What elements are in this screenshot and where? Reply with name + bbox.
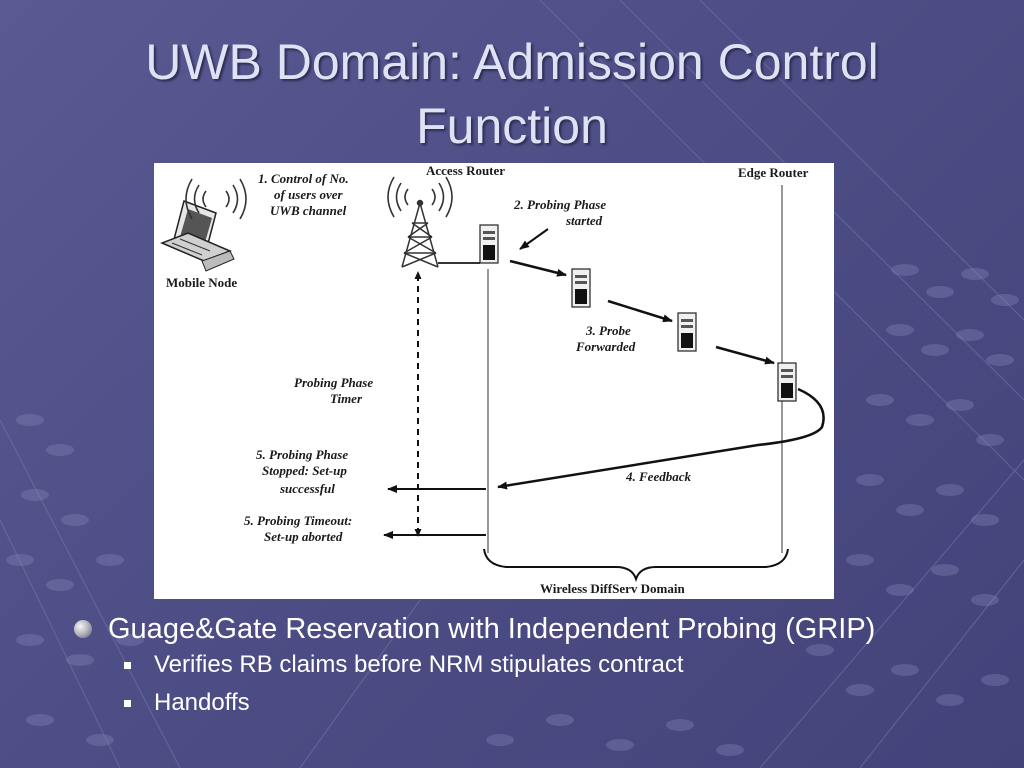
slide-title-line2: Function [416,98,608,154]
svg-text:Stopped: Set-up: Stopped: Set-up [262,463,347,478]
tower-signal-waves-icon [387,176,453,218]
svg-text:5. Probing Phase: 5. Probing Phase [256,447,348,462]
sub-bullet-1: Verifies RB claims before NRM stipulates… [74,646,974,684]
sub-bullet-1-text: Verifies RB claims before NRM stipulates… [154,651,684,678]
wireless-domain-label: Wireless DiffServ Domain [540,581,685,596]
svg-text:3. Probe: 3. Probe [585,323,631,338]
svg-text:started: started [565,213,603,228]
svg-text:Forwarded: Forwarded [575,339,636,354]
probe-arrow-2 [607,299,673,323]
bullet-main-text: Guage&Gate Reservation with Independent … [108,613,876,645]
slide-title: UWB Domain: Admission Control Function [0,30,1024,158]
probing-stopped-label: 5. Probing Phase Stopped: Set-up success… [256,447,348,496]
probing-started-label: 2. Probing Phase started [513,197,606,228]
svg-text:Set-up aborted: Set-up aborted [264,529,343,544]
square-bullet-icon [124,700,131,707]
svg-text:of users over: of users over [274,187,344,202]
svg-text:2. Probing Phase: 2. Probing Phase [513,197,606,212]
sub-bullet-2: Handoffs [74,684,974,722]
probe-arrow-1 [509,259,567,277]
laptop-icon [160,200,235,272]
server-core-2-icon [677,312,697,352]
server-edge-router-icon [777,362,797,402]
bullet-list: Guage&Gate Reservation with Independent … [74,612,974,722]
probe-arrow-3 [715,345,775,365]
sphere-bullet-icon [74,620,92,638]
svg-text:1. Control of No.: 1. Control of No. [258,171,349,186]
probing-timeout-label: 5. Probing Timeout: Set-up aborted [244,513,352,544]
antenna-tower-icon [401,199,439,268]
admission-control-diagram: Mobile Node 1. Control of No. of users o… [154,163,834,599]
sub-bullet-2-text: Handoffs [154,689,250,716]
svg-text:successful: successful [279,481,335,496]
control-users-label: 1. Control of No. of users over UWB chan… [258,171,349,218]
probe-forwarded-label: 3. Probe Forwarded [575,323,636,354]
square-bullet-icon [124,662,131,669]
mobile-signal-waves-icon [185,178,247,220]
svg-text:UWB channel: UWB channel [270,203,347,218]
mobile-node-label: Mobile Node [166,275,237,290]
server-access-router-icon [479,224,499,264]
feedback-arrow [497,387,825,490]
slide-title-line1: UWB Domain: Admission Control [145,34,879,90]
svg-text:Probing Phase: Probing Phase [294,375,373,390]
probing-timer-label: Probing Phase Timer [294,375,373,406]
edge-router-label: Edge Router [738,165,809,180]
svg-text:Timer: Timer [330,391,363,406]
domain-brace [483,548,789,583]
feedback-label: 4. Feedback [625,469,691,484]
bullet-main: Guage&Gate Reservation with Independent … [74,612,974,646]
server-core-1-icon [571,268,591,308]
probing-started-arrow [519,228,549,250]
access-router-label: Access Router [426,163,505,178]
svg-text:5. Probing Timeout:: 5. Probing Timeout: [244,513,352,528]
